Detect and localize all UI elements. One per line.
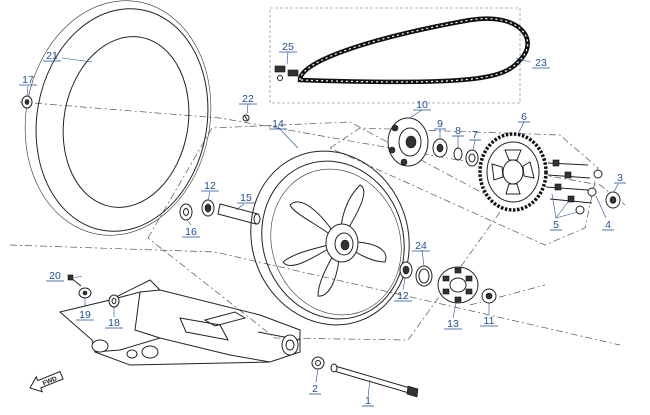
- callout-14: 14: [272, 118, 284, 130]
- small-valve-part: [242, 114, 250, 122]
- sprocket-group-outline: [329, 127, 599, 246]
- rear-sprocket: [478, 132, 548, 212]
- callout-15: 15: [240, 192, 252, 204]
- callout-9: 9: [437, 118, 443, 130]
- forward-direction-marker: FWD: [29, 370, 64, 393]
- rear-wheel: [250, 150, 410, 326]
- callout-1: 1: [365, 395, 371, 407]
- washer-seal: [465, 149, 479, 167]
- callout-17: 17: [22, 74, 34, 86]
- callout-13: 13: [447, 318, 459, 330]
- adjuster-washer: [108, 294, 120, 308]
- callout-2: 2: [312, 383, 318, 395]
- sprocket-bolts: [545, 159, 593, 204]
- valve-part: [21, 95, 33, 109]
- left-bearing-set: [179, 199, 261, 225]
- callout-22: 22: [242, 93, 254, 105]
- nut-parts: [575, 169, 603, 215]
- hub-guide-line: [469, 284, 546, 306]
- circlip: [453, 147, 463, 161]
- swingarm: [58, 279, 301, 366]
- sprocket-hub: [387, 117, 429, 167]
- leader-lines: [26, 51, 619, 398]
- drive-chain: [297, 16, 530, 85]
- callout-25: 25: [282, 41, 294, 53]
- callout-5: 5: [553, 219, 559, 231]
- callout-7: 7: [472, 129, 478, 141]
- sprocket-bearing: [432, 138, 448, 158]
- callout-16: 16: [185, 226, 197, 238]
- callout-24: 24: [415, 240, 427, 252]
- rear-axle: [330, 363, 419, 398]
- callout-19: 19: [79, 309, 91, 321]
- callout-8: 8: [455, 125, 461, 137]
- callout-12-left: 12: [204, 180, 216, 192]
- callout-6: 6: [521, 111, 527, 123]
- callout-18: 18: [108, 317, 120, 329]
- hub-damper: [437, 266, 479, 304]
- chain-group-box: [269, 7, 521, 104]
- axle-guide-line: [9, 244, 621, 346]
- collar-part: [481, 288, 497, 304]
- callout-23: 23: [535, 57, 547, 69]
- callout-4: 4: [605, 219, 611, 231]
- axle-washer: [311, 356, 325, 370]
- fwd-label: FWD: [42, 375, 59, 387]
- adjuster-nut: [78, 287, 92, 299]
- callout-21: 21: [46, 50, 58, 62]
- callout-11: 11: [484, 315, 495, 327]
- callout-10: 10: [416, 99, 428, 111]
- callout-labels: 1 2 3 4 5 6 7 8 9 10 11 12 12 13 14 15 1…: [19, 41, 626, 407]
- callout-12-right: 12: [397, 290, 409, 302]
- lock-nut: [605, 191, 621, 209]
- chain-joint-link: [274, 65, 299, 81]
- adjuster-bolt: [67, 274, 82, 287]
- wheel-group-outline: [147, 121, 506, 341]
- callout-20: 20: [49, 270, 61, 282]
- tire: [24, 0, 212, 236]
- callout-3: 3: [617, 172, 623, 184]
- right-bearing-set: [399, 261, 433, 287]
